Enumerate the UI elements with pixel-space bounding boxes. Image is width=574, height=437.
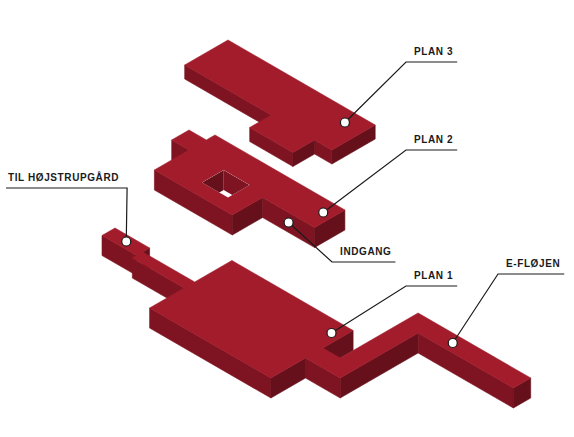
floor-top <box>102 228 531 388</box>
plan-3-floor <box>185 40 376 167</box>
leader-lines <box>6 62 564 348</box>
callout-label: TIL HØJSTRUPGÅRD <box>8 172 119 184</box>
plan-1-floor <box>102 228 531 408</box>
floor-top <box>185 40 376 153</box>
floor-top <box>154 130 345 228</box>
callout-dot <box>327 329 336 338</box>
callout-dot <box>284 218 293 227</box>
leader-line <box>332 286 458 333</box>
courtyard-wall <box>202 170 224 203</box>
leader-line <box>289 223 396 263</box>
callout-label: PLAN 2 <box>414 134 453 146</box>
courtyard-wall <box>224 170 250 205</box>
callout-dot <box>122 237 131 246</box>
courtyard-walls <box>202 170 250 205</box>
callout-dot <box>340 118 349 127</box>
leader-line <box>6 188 127 242</box>
callout-dot <box>319 208 328 217</box>
callout-label: PLAN 1 <box>414 270 453 282</box>
leader-line <box>453 274 565 343</box>
leader-line <box>345 62 457 123</box>
callout-label: E-FLØJEN <box>506 258 560 270</box>
plan-2-floor <box>154 130 345 248</box>
callout-label: PLAN 3 <box>414 46 453 58</box>
callout-dot <box>448 339 457 348</box>
leader-line <box>323 150 457 213</box>
callout-label: INDGANG <box>340 246 391 258</box>
